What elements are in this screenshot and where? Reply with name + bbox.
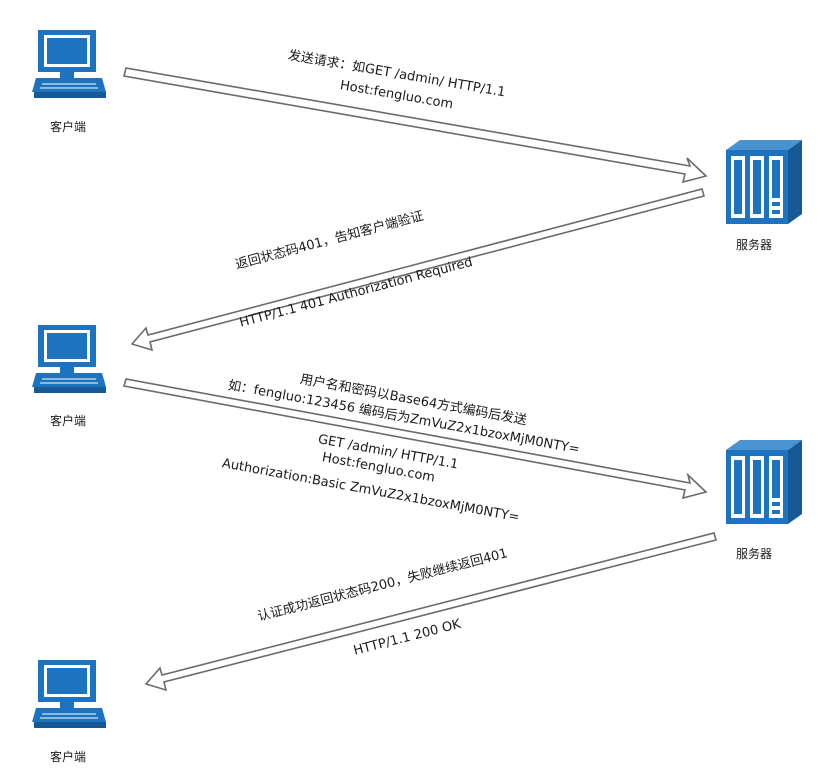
arrow-request — [123, 67, 708, 184]
arrow-auth-request — [122, 378, 708, 500]
client-1-label: 客户端 — [50, 120, 87, 134]
client-1-computer-icon — [31, 29, 107, 99]
server-1-label: 服务器 — [736, 238, 773, 252]
server-2-server-rack-icon — [726, 440, 802, 524]
arrow-401-response — [130, 188, 705, 352]
client-2-computer-icon — [31, 324, 107, 394]
server-2-label: 服务器 — [736, 547, 773, 561]
client-3-computer-icon — [31, 659, 107, 729]
server-1-server-rack-icon — [726, 140, 802, 224]
client-2-label: 客户端 — [50, 414, 87, 428]
client-3-label: 客户端 — [50, 750, 87, 764]
arrow-200-response — [144, 532, 717, 692]
